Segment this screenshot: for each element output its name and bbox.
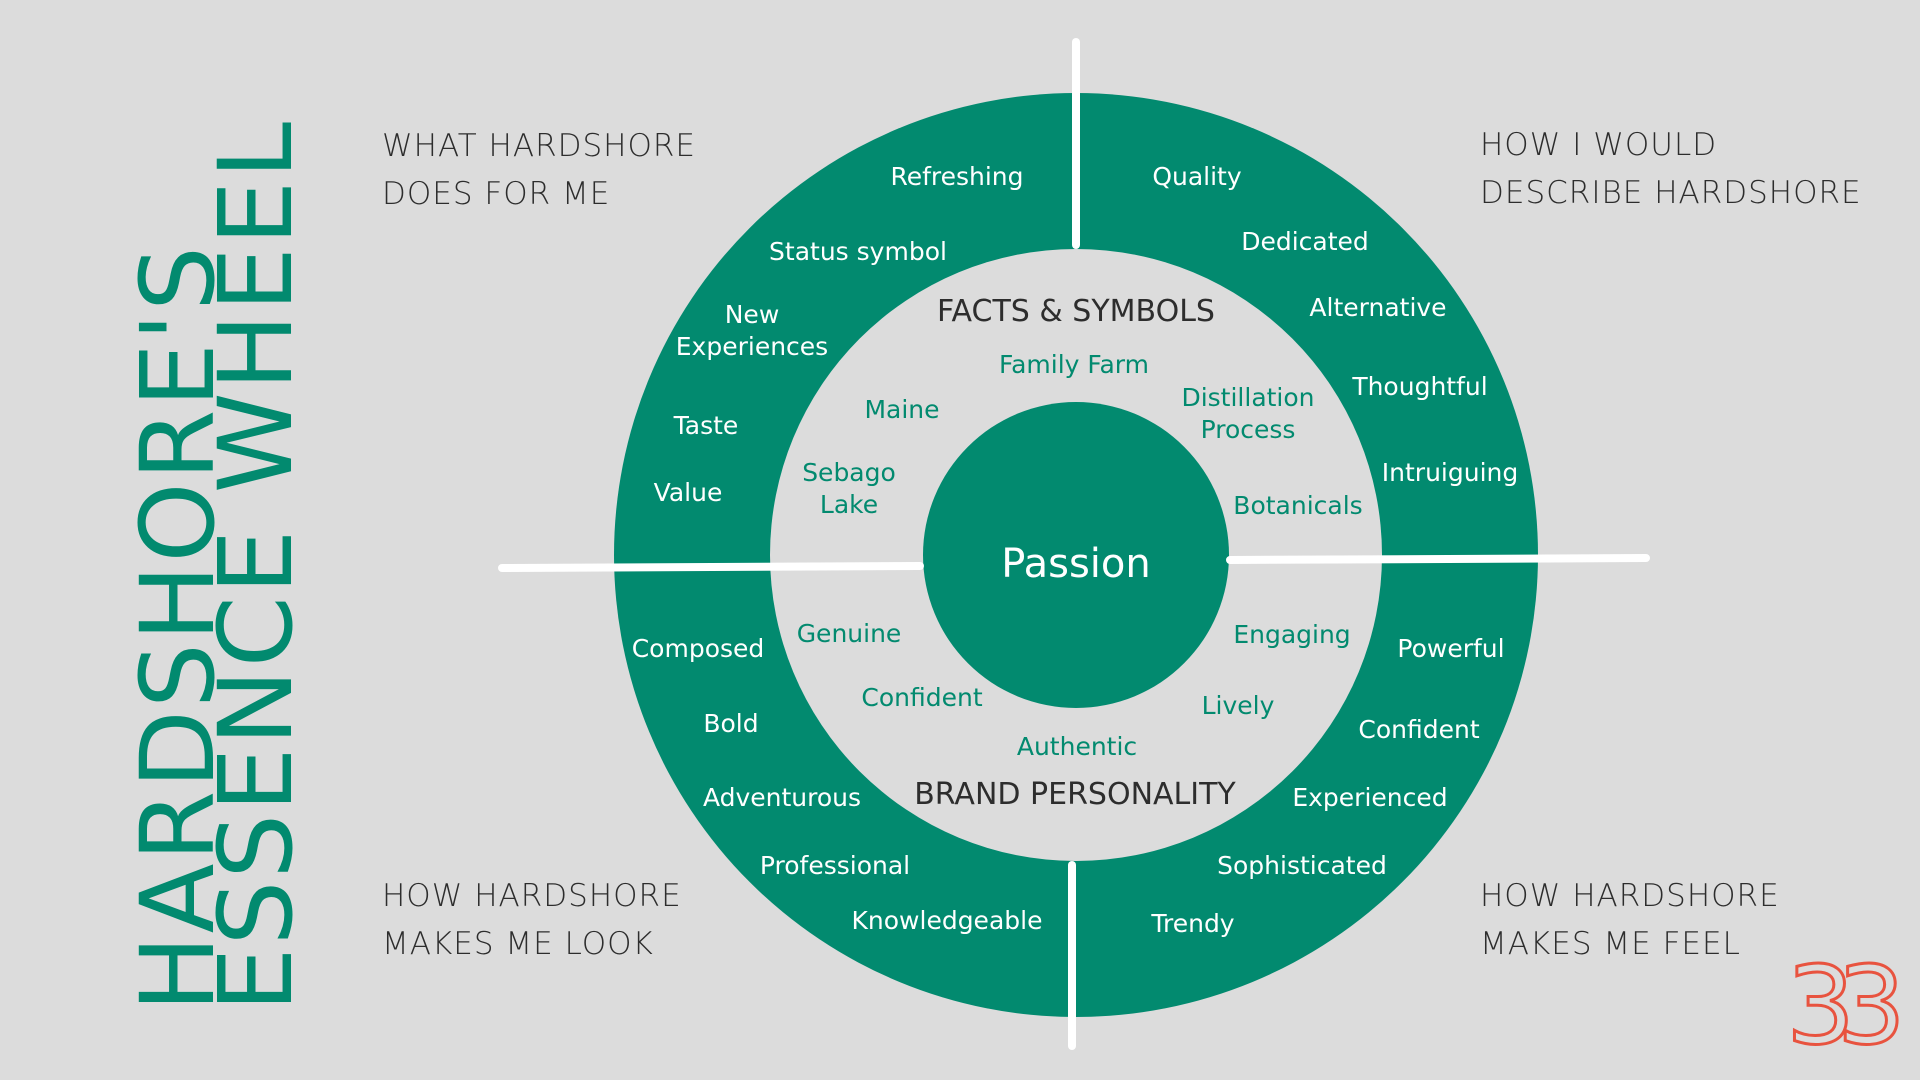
quadrant-label-bottom-left: HOW HARDSHORE MAKES ME LOOK (382, 872, 682, 968)
personality-label: Lively (1202, 691, 1275, 720)
quadrant-label-top-right: HOW I WOULD DESCRIBE HARDSHORE (1480, 121, 1862, 217)
outer-label: New (725, 300, 780, 329)
heading-brand-personality: BRAND PERSONALITY (914, 777, 1236, 812)
divider-left (498, 562, 924, 572)
quadrant-label-bottom-right: HOW HARDSHORE MAKES ME FEEL (1480, 872, 1780, 968)
fact-label: Process (1201, 415, 1296, 444)
outer-label: Trendy (1150, 909, 1234, 938)
fact-label: Lake (820, 490, 878, 519)
outer-label: Status symbol (769, 237, 947, 266)
outer-label: Sophisticated (1217, 851, 1387, 880)
outer-label: Knowledgeable (852, 906, 1043, 935)
quadrant-label-line: HOW HARDSHORE (1480, 878, 1780, 914)
outer-label: Confident (1358, 715, 1479, 744)
quadrant-label-top-left: WHAT HARDSHORE DOES FOR ME (382, 122, 696, 218)
outer-label: Experiences (676, 332, 828, 361)
quadrant-label-line: MAKES ME FEEL (1480, 926, 1741, 962)
outer-label: Dedicated (1241, 227, 1369, 256)
quadrant-label-line: HOW HARDSHORE (382, 878, 682, 914)
outer-label: Powerful (1397, 634, 1504, 663)
outer-label: Taste (673, 411, 739, 440)
outer-label: Quality (1152, 162, 1242, 191)
center-label: Passion (1001, 541, 1150, 587)
outer-label: Thoughtful (1351, 372, 1487, 401)
outer-label: Value (654, 478, 723, 507)
quadrant-label-line: DOES FOR ME (382, 176, 611, 212)
outer-label: Intruiguing (1382, 458, 1518, 487)
brand-logo: 33 (1786, 944, 1898, 1069)
quadrant-label-line: DESCRIBE HARDSHORE (1480, 175, 1862, 211)
fact-label: Botanicals (1233, 491, 1362, 520)
quadrant-label-line: HOW I WOULD (1480, 127, 1718, 163)
personality-label: Authentic (1017, 732, 1137, 761)
quadrant-label-line: WHAT HARDSHORE (382, 128, 696, 164)
outer-label: Bold (703, 709, 758, 738)
quadrant-label-line: MAKES ME LOOK (382, 926, 654, 962)
fact-label: Family Farm (999, 350, 1149, 379)
outer-label: Professional (760, 851, 910, 880)
fact-label: Distillation (1181, 383, 1314, 412)
outer-label: Composed (632, 634, 765, 663)
heading-facts-symbols: FACTS & SYMBOLS (937, 294, 1215, 329)
outer-label: Alternative (1309, 293, 1446, 322)
fact-label: Sebago (802, 458, 896, 487)
outer-label: Refreshing (890, 162, 1023, 191)
fact-label: Maine (864, 395, 939, 424)
outer-label: Experienced (1292, 783, 1447, 812)
center-circle (923, 402, 1229, 708)
personality-label: Engaging (1233, 620, 1350, 649)
personality-label: Confident (861, 683, 982, 712)
divider-right (1226, 554, 1650, 564)
outer-label: Adventurous (703, 783, 861, 812)
personality-label: Genuine (797, 619, 902, 648)
